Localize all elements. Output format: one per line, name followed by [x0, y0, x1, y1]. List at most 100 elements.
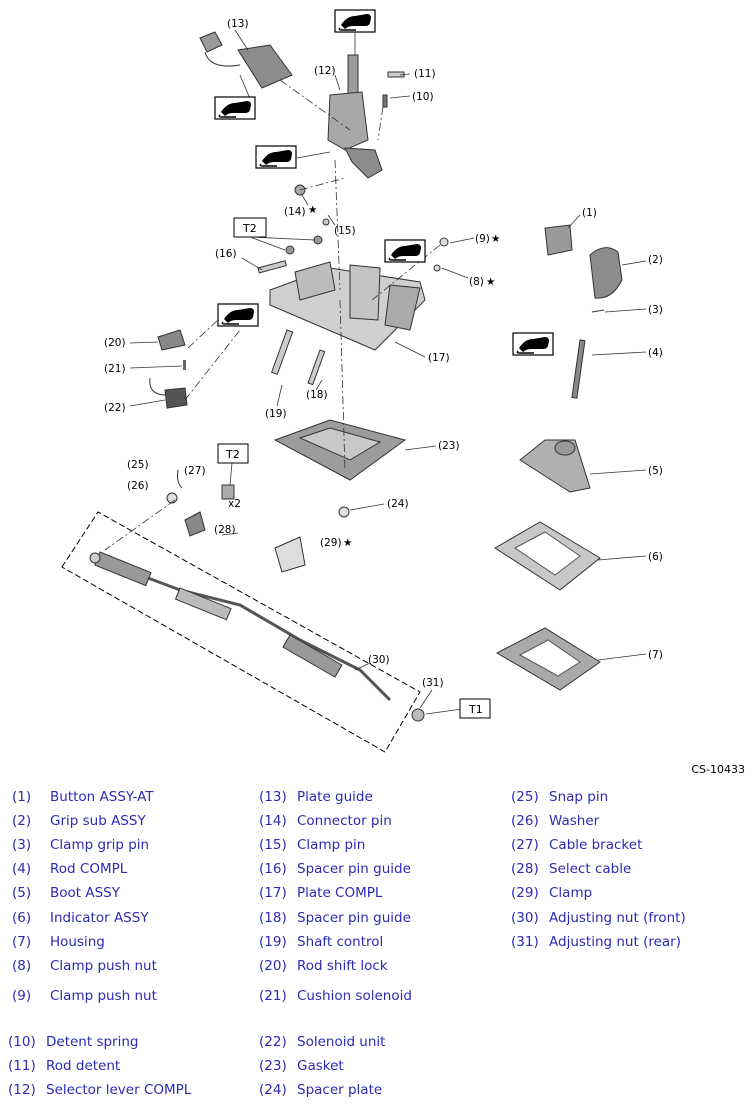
shift-lock-parts [149, 329, 188, 409]
star-mark: ★ [486, 276, 495, 288]
legend-item: (31)Adjusting nut (rear) [511, 934, 681, 950]
indicator-assy-part [494, 521, 601, 591]
legend-item: (6)Indicator ASSY [12, 910, 149, 926]
legend-item: (4)Rod COMPL [12, 861, 128, 877]
grease-icon [334, 9, 376, 33]
torque-leader [229, 462, 233, 486]
callout-label: (15) [334, 225, 356, 237]
legend-item: (13)Plate guide [259, 789, 373, 805]
quantity-note: x2 [228, 498, 241, 510]
grease-icon [214, 96, 256, 120]
legend-item: (30)Adjusting nut (front) [511, 910, 686, 926]
callout-label: (5) [648, 465, 663, 477]
legend-item: (27)Cable bracket [511, 837, 643, 853]
housing-part [495, 627, 601, 691]
callout-label: (27) [184, 465, 206, 477]
gasket-part [273, 419, 407, 518]
grease-icon [512, 332, 554, 356]
selector-lever-assembly [327, 54, 383, 179]
legend-item: (20)Rod shift lock [259, 958, 388, 974]
callout-label: (14) [284, 206, 306, 218]
callout-label: (10) [412, 91, 434, 103]
exploded-parts-diagram: T2 T2 T1 x2 (13) (12) (11) (10) (14) (15… [61, 9, 663, 753]
callout-label: (18) [306, 389, 328, 401]
legend-item: (7)Housing [12, 934, 105, 950]
callout-label: (12) [314, 65, 336, 77]
leader-lines [129, 29, 647, 715]
parts-legend: (1)Button ASSY-AT (2)Grip sub ASSY (3)Cl… [0, 786, 755, 1105]
callout-label: (11) [414, 68, 436, 80]
legend-item: (18)Spacer pin guide [259, 910, 411, 926]
callout-label: (22) [104, 402, 126, 414]
torque-tag-label: T2 [242, 222, 257, 235]
select-cable-part [61, 511, 421, 753]
legend-item: (28)Select cable [511, 861, 632, 877]
star-mark: ★ [308, 204, 317, 216]
clamp-part [274, 536, 425, 722]
callout-label: (30) [368, 654, 390, 666]
legend-item: (16)Spacer pin guide [259, 861, 411, 877]
legend-item: (3)Clamp grip pin [12, 837, 150, 853]
legend-item: (23)Gasket [259, 1058, 344, 1074]
callout-label: (26) [127, 480, 149, 492]
callout-label: (28) [214, 524, 236, 536]
callout-label: (17) [428, 352, 450, 364]
callout-label: (6) [648, 551, 663, 563]
drawing-code: CS-10433 [691, 763, 745, 776]
legend-item: (29)Clamp [511, 885, 593, 901]
torque-tag-label: T2 [225, 448, 240, 461]
torque-tag-label: T1 [468, 703, 483, 716]
callout-label: (31) [422, 677, 444, 689]
grease-icon [217, 303, 259, 327]
callout-label: (7) [648, 649, 663, 661]
legend-item: (12)Selector lever COMPL [8, 1082, 192, 1098]
grease-icon [255, 145, 297, 169]
centre-lines [104, 79, 441, 551]
grip-parts [544, 224, 623, 399]
cable-bracket-parts [166, 469, 235, 537]
legend-item: (19)Shaft control [259, 934, 384, 950]
torque-tag-box [217, 443, 249, 464]
callout-label: (4) [648, 347, 663, 359]
callout-label: (2) [648, 254, 663, 266]
callout-label: (1) [582, 207, 597, 219]
legend-item: (24)Spacer plate [259, 1082, 383, 1098]
legend-item: (5)Boot ASSY [12, 885, 120, 901]
shaft-and-spacer [270, 329, 326, 386]
legend-item: (15)Clamp pin [259, 837, 366, 853]
legend-item: (14)Connector pin [259, 813, 392, 829]
legend-item: (26)Washer [511, 813, 600, 829]
callout-label: (19) [265, 408, 287, 420]
legend-item: (21)Cushion solenoid [259, 988, 412, 1004]
torque-tag-box [459, 698, 491, 719]
legend-item: (10)Detent spring [8, 1034, 139, 1050]
plate-compl-part [269, 261, 426, 351]
legend-item: (11)Rod detent [8, 1058, 121, 1074]
callout-label: (20) [104, 337, 126, 349]
detent-parts [382, 71, 405, 108]
grease-icon [384, 239, 426, 263]
legend-item: (9)Clamp push nut [12, 988, 157, 1004]
callout-label: (13) [227, 18, 249, 30]
legend-item: (22)Solenoid unit [259, 1034, 386, 1050]
legend-item: (1)Button ASSY-AT [12, 789, 154, 805]
boot-assy-part [519, 439, 591, 493]
plate-guide-part [199, 31, 293, 89]
legend-item: (2)Grip sub ASSY [12, 813, 146, 829]
callout-label: (24) [387, 498, 409, 510]
callout-label: (3) [648, 304, 663, 316]
torque-leader [249, 236, 316, 241]
legend-item: (25)Snap pin [511, 789, 609, 805]
callout-label: (23) [438, 440, 460, 452]
star-mark: ★ [343, 537, 352, 549]
torque-leader [249, 236, 286, 251]
star-mark: ★ [491, 233, 500, 245]
callout-label: (8) [469, 276, 484, 288]
callout-label: (9) [475, 233, 490, 245]
legend-item: (17)Plate COMPL [259, 885, 383, 901]
legend-item: (8)Clamp push nut [12, 958, 157, 974]
callout-label: (21) [104, 363, 126, 375]
callout-label: (16) [215, 248, 237, 260]
callout-label: (29) [320, 537, 342, 549]
callout-label: (25) [127, 459, 149, 471]
